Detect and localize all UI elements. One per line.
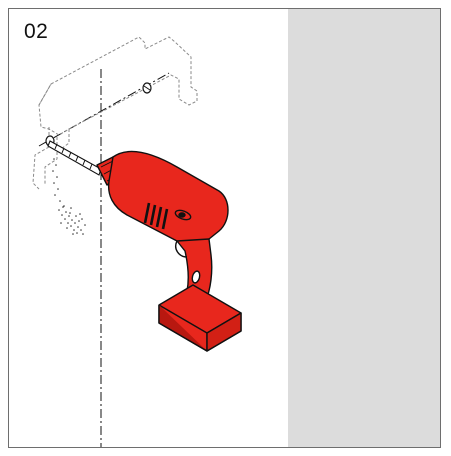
step-number: 02 [24, 20, 49, 43]
drill-bit [47, 140, 102, 176]
right-hole-mark [142, 82, 152, 94]
drill-dust [52, 158, 86, 235]
wall-side-surface [288, 9, 440, 447]
drilling-illustration [32, 36, 242, 447]
instruction-panel: 02 [8, 8, 441, 448]
power-drill-icon [96, 150, 242, 352]
